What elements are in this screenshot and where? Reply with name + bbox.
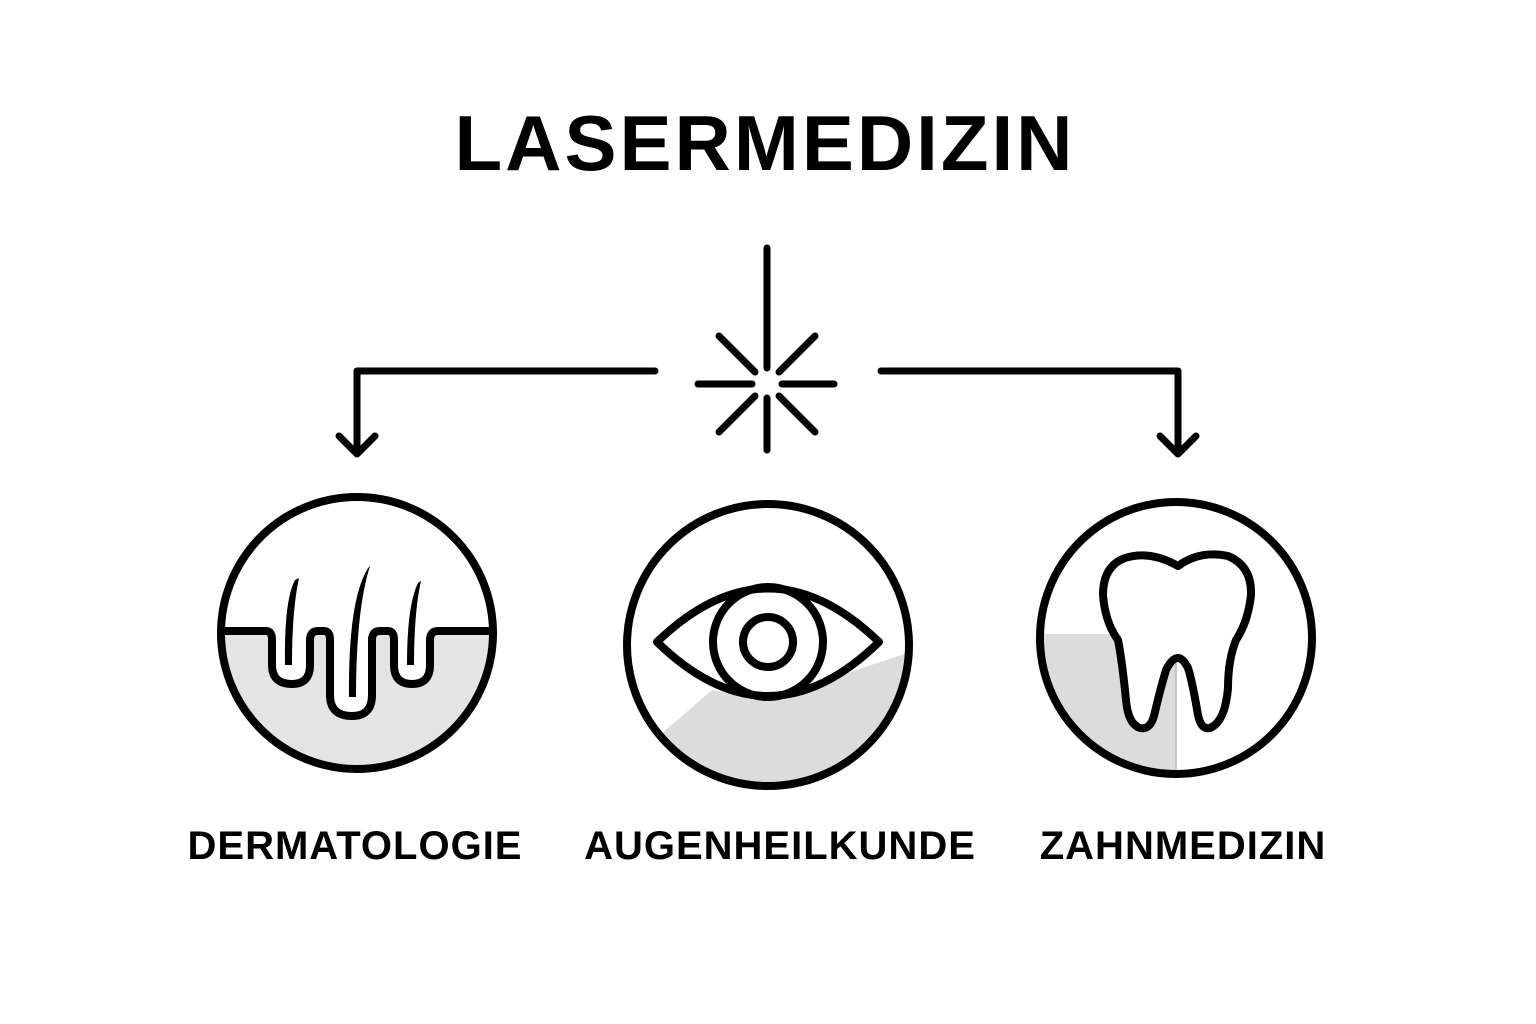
eye-icon <box>623 500 913 790</box>
diagram-title: LASERMEDIZIN <box>454 99 1076 187</box>
laser-burst-icon <box>694 244 838 454</box>
hair-follicle-skin-icon <box>217 493 497 773</box>
arrow-to-zahnmedizin <box>877 367 1200 458</box>
arrow-to-dermatologie <box>335 367 659 458</box>
label-augenheilkunde: AUGENHEILKUNDE <box>584 824 976 868</box>
label-zahnmedizin: ZAHNMEDIZIN <box>1039 824 1327 868</box>
label-dermatologie: DERMATOLOGIE <box>187 824 523 868</box>
tooth-icon <box>1036 498 1316 778</box>
